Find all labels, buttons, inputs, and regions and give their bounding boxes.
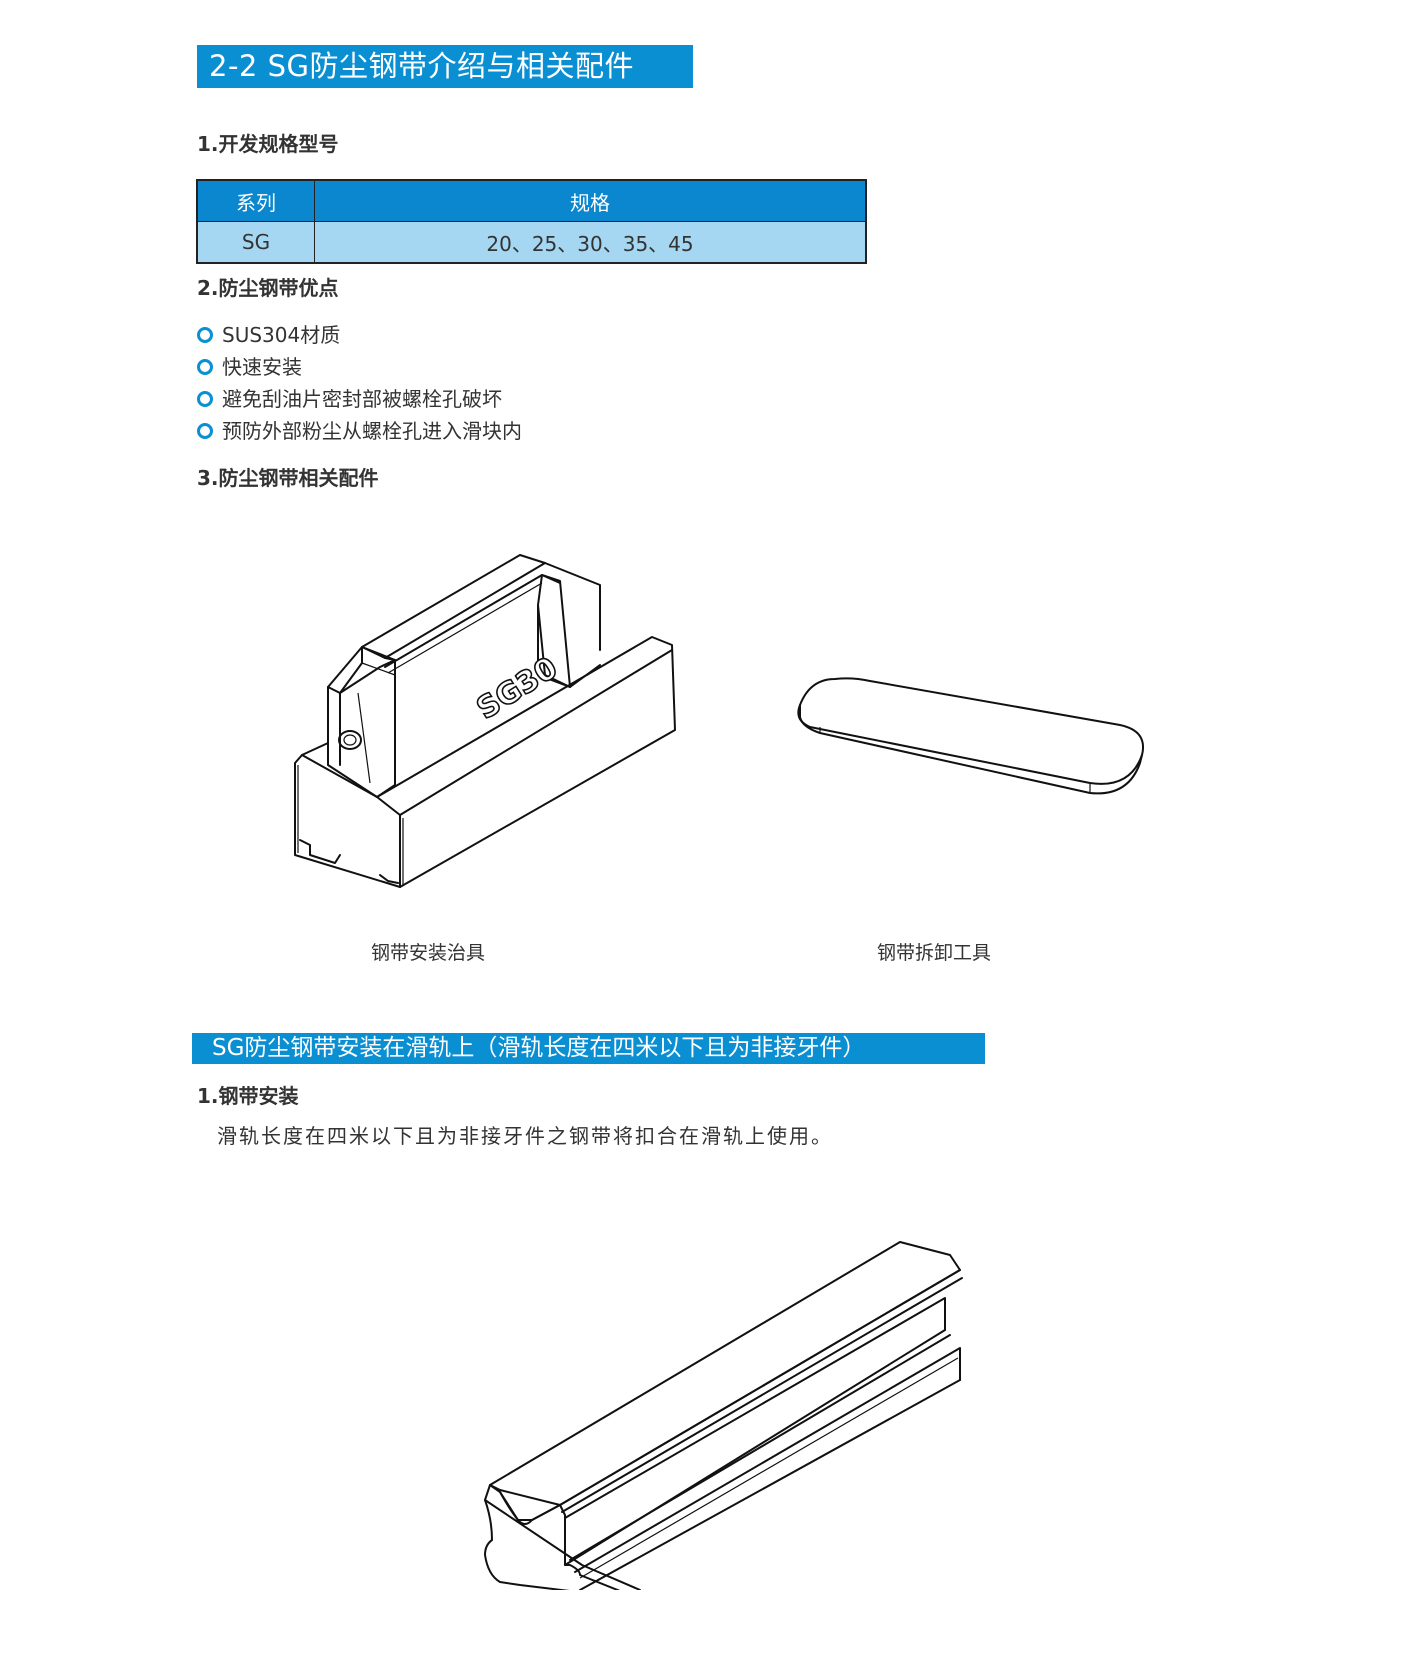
section-heading-install: 1.钢带安装 — [197, 1084, 299, 1108]
section-heading-accessories: 3.防尘钢带相关配件 — [197, 466, 379, 490]
advantages-list: SUS304材质 快速安装 避免刮油片密封部被螺栓孔破坏 预防外部粉尘从螺栓孔进… — [197, 319, 522, 447]
list-item: 预防外部粉尘从螺栓孔进入滑块内 — [197, 415, 522, 447]
removal-tool-drawing — [797, 677, 1144, 795]
list-item: 避免刮油片密封部被螺栓孔破坏 — [197, 383, 522, 415]
list-item: SUS304材质 — [197, 319, 522, 351]
install-description: 滑轨长度在四米以下且为非接牙件之钢带将扣合在滑轨上使用。 — [217, 1124, 833, 1148]
spec-table: 系列 规格 SG 20、25、30、35、45 — [196, 179, 867, 264]
column-header-spec: 规格 — [314, 179, 867, 222]
cell-spec: 20、25、30、35、45 — [314, 221, 867, 264]
page-title: 2-2 SG防尘钢带介绍与相关配件 — [209, 49, 634, 83]
section-heading-spec: 1.开发规格型号 — [197, 132, 339, 156]
section-heading-advantages: 2.防尘钢带优点 — [197, 276, 339, 300]
install-section-title: SG防尘钢带安装在滑轨上（滑轨长度在四米以下且为非接牙件） — [212, 1035, 866, 1061]
install-section-bar: SG防尘钢带安装在滑轨上（滑轨长度在四米以下且为非接牙件） — [192, 1033, 985, 1064]
table-header-row: 系列 规格 — [196, 179, 867, 222]
column-header-series: 系列 — [196, 179, 315, 222]
figure-caption-jig: 钢带安装治具 — [371, 942, 486, 964]
linear-rail-drawing — [484, 1241, 963, 1590]
ring-bullet-icon — [197, 391, 213, 407]
list-item: 快速安装 — [197, 351, 522, 383]
ring-bullet-icon — [197, 423, 213, 439]
cell-series: SG — [196, 221, 315, 264]
page-title-bar: 2-2 SG防尘钢带介绍与相关配件 — [197, 45, 693, 88]
ring-bullet-icon — [197, 359, 213, 375]
table-row: SG 20、25、30、35、45 — [196, 221, 867, 264]
installation-jig-drawing: SG30 — [294, 554, 676, 888]
ring-bullet-icon — [197, 327, 213, 343]
figure-caption-removal-tool: 钢带拆卸工具 — [877, 942, 992, 964]
